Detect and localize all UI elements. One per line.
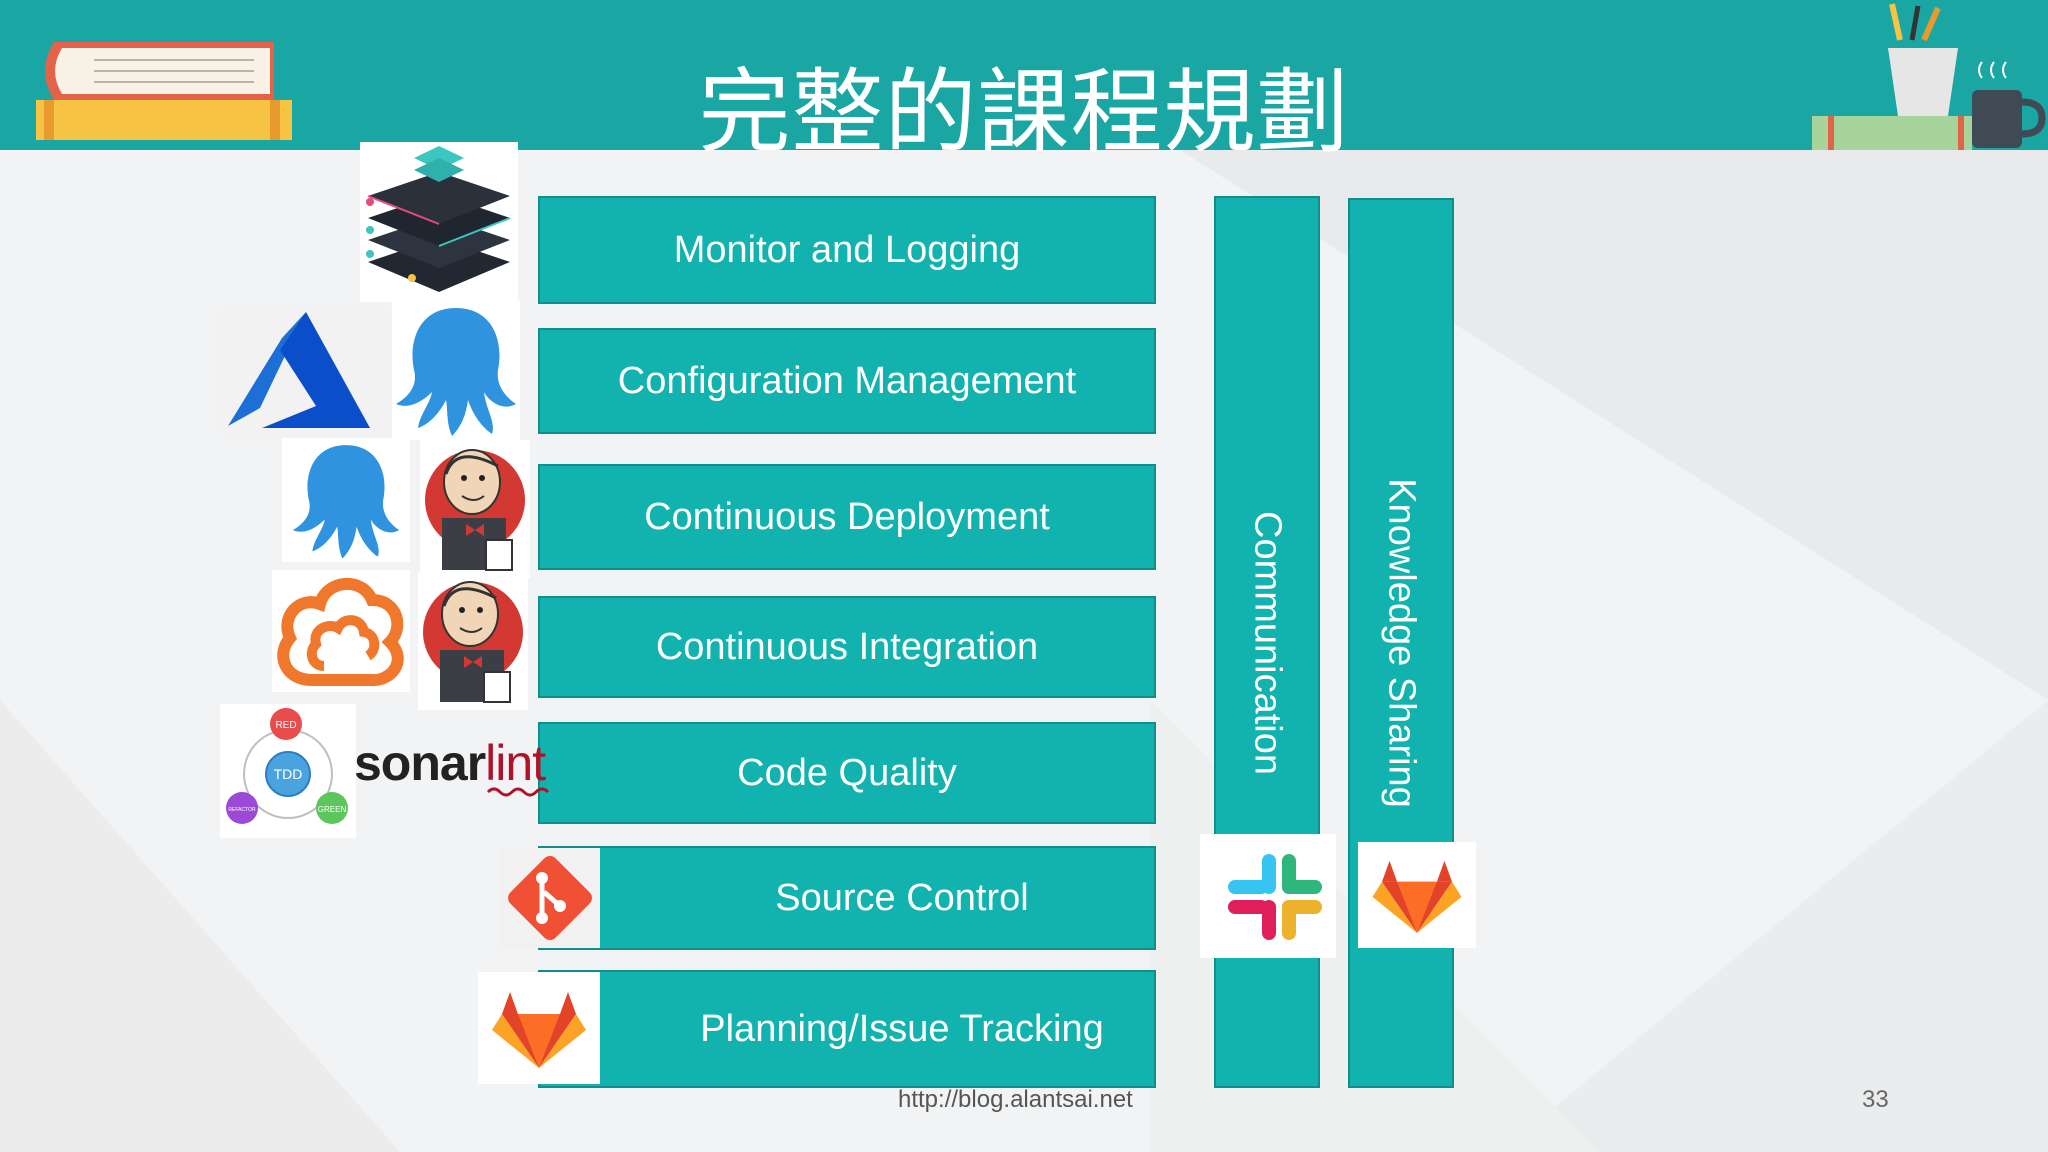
git-logo-icon bbox=[500, 848, 600, 948]
layers-logo-icon bbox=[360, 142, 518, 302]
tdd-red-label: RED bbox=[275, 720, 296, 731]
header-banner bbox=[0, 0, 2048, 150]
octopus-deploy-icon bbox=[392, 300, 520, 440]
octopus-deploy-icon bbox=[282, 438, 410, 562]
sonarlint-suffix: lint bbox=[485, 735, 546, 791]
pillar-communication-label: Communication bbox=[1246, 511, 1289, 775]
footer-url: http://blog.alantsai.net bbox=[898, 1086, 1133, 1113]
stack-monitor-logging: Monitor and Logging bbox=[538, 196, 1156, 304]
jenkins-icon bbox=[420, 440, 530, 578]
coffee-mug-icon bbox=[1972, 61, 2046, 148]
jenkins-icon bbox=[418, 572, 528, 710]
sonarlint-logo: sonarlint bbox=[354, 734, 546, 792]
sonarlint-brand: sonar bbox=[354, 735, 486, 791]
sonarlint-wave-icon bbox=[486, 787, 550, 797]
tdd-refactor-label: REFACTOR bbox=[228, 807, 256, 813]
stack-code-quality: Code Quality bbox=[538, 722, 1156, 824]
stack-planning-issue-tracking: Planning/Issue Tracking bbox=[538, 970, 1156, 1088]
azure-logo-icon bbox=[220, 308, 390, 436]
slide-title: 完整的課程規劃 bbox=[698, 59, 1350, 166]
tdd-green-label: GREEN bbox=[318, 805, 347, 814]
pillar-knowledge-sharing-label: Knowledge Sharing bbox=[1380, 478, 1423, 808]
cloud-logo-icon bbox=[272, 570, 410, 692]
tdd-cycle-icon: TDD RED GREEN REFACTOR bbox=[220, 704, 356, 838]
book-icon bbox=[36, 42, 292, 140]
stack-configuration-management: Configuration Management bbox=[538, 328, 1156, 434]
stack-source-control: Source Control bbox=[538, 846, 1156, 950]
stack-continuous-deployment: Continuous Deployment bbox=[538, 464, 1156, 570]
page-number: 33 bbox=[1862, 1086, 1889, 1113]
stack-continuous-integration: Continuous Integration bbox=[538, 596, 1156, 698]
slack-logo-icon bbox=[1200, 834, 1336, 958]
tdd-center-label: TDD bbox=[274, 766, 303, 782]
pencil-cup-icon bbox=[1812, 3, 1972, 150]
gitlab-logo-icon bbox=[478, 972, 600, 1084]
gitlab-logo-icon bbox=[1358, 842, 1476, 948]
